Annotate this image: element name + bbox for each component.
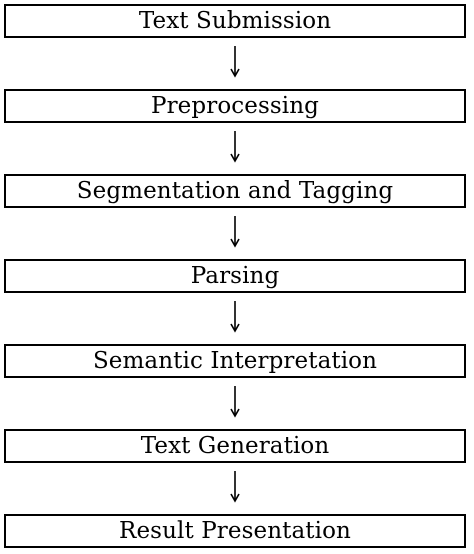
step-label: Result Presentation [119,517,351,544]
down-arrow-icon [229,470,241,503]
step-text-submission: Text Submission [4,4,466,38]
step-text-generation: Text Generation [4,429,466,463]
step-label: Semantic Interpretation [92,347,378,374]
down-arrow-icon [229,130,241,163]
step-semantic-interpretation: Semantic Interpretation [4,344,466,378]
step-label: Text Generation [140,432,330,459]
step-label: Text Submission [138,7,332,34]
step-label: Preprocessing [151,92,319,119]
down-arrow-icon [229,300,241,333]
down-arrow-icon [229,385,241,418]
step-label: Segmentation and Tagging [76,177,394,204]
down-arrow-icon [229,45,241,78]
step-result-presentation: Result Presentation [4,514,466,548]
down-arrow-icon [229,215,241,248]
step-preprocessing: Preprocessing [4,89,466,123]
step-parsing: Parsing [4,259,466,293]
step-label: Parsing [190,262,280,289]
step-segmentation-and-tagging: Segmentation and Tagging [4,174,466,208]
